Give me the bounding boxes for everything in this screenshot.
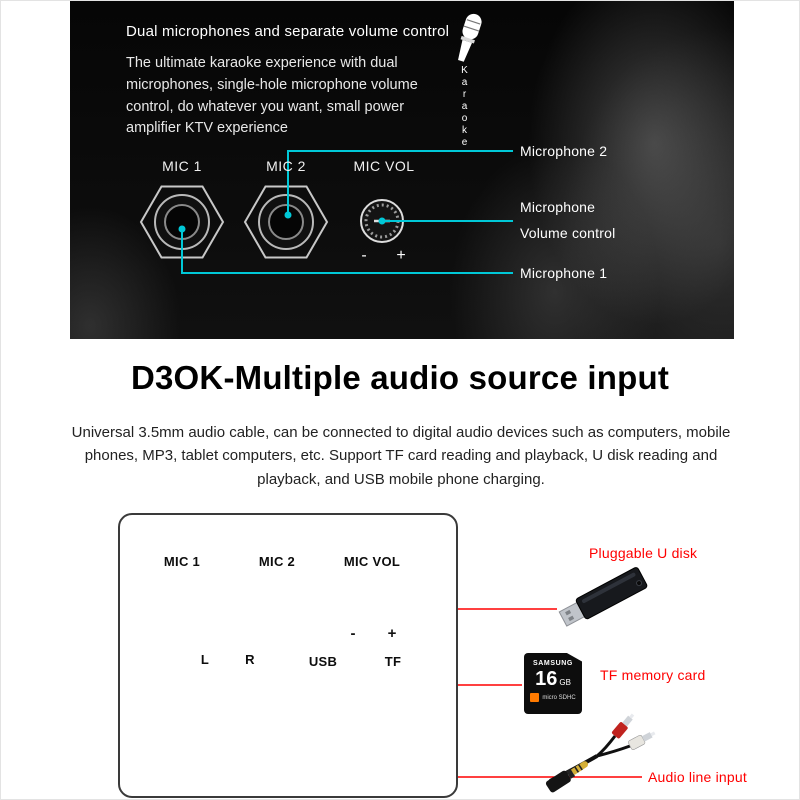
hero-body-text: The ultimate karaoke experience with dua… [126, 55, 418, 137]
io-volume-plus: + [387, 625, 397, 642]
usb-drive-image [558, 567, 648, 627]
sd-card-capacity: 16 [535, 668, 558, 690]
callout-volume-line1: Microphone [520, 199, 596, 215]
sd-card-brand: SAMSUNG [533, 660, 573, 667]
rca-plug-red [611, 713, 635, 739]
sd-card-image: SAMSUNG 16 GB micro SDHC [524, 653, 582, 714]
io-micvol-label: MIC VOL [343, 554, 401, 569]
hero-headline: Dual microphones and separate volume con… [126, 23, 450, 40]
hero-micvol-label: MIC VOL [353, 158, 415, 174]
callout-microphone-1: Microphone 1 [520, 265, 608, 281]
sd-card-logo-square [530, 693, 540, 702]
io-usb-label: USB [308, 654, 338, 669]
io-mic2-label: MIC 2 [258, 554, 296, 569]
io-mic1-label: MIC 1 [163, 554, 201, 569]
io-right-label: R [245, 652, 255, 667]
io-volume-minus: - [350, 625, 356, 642]
section-title: D3OK-Multiple audio source input [130, 359, 670, 396]
callout-microphone-2: Microphone 2 [520, 143, 608, 159]
callout-volume-line2: Volume control [520, 225, 616, 241]
callout-audio-input: Audio line input [648, 769, 747, 785]
rca-plug-white [628, 731, 656, 751]
hero-mic1-label: MIC 1 [162, 158, 202, 174]
hero-volume-plus: + [396, 247, 406, 264]
hero-mic2-label: MIC 2 [266, 158, 306, 174]
io-left-label: L [200, 652, 210, 667]
karaoke-badge-label: Karaoke [459, 65, 470, 149]
section-description: Universal 3.5mm audio cable, can be conn… [71, 424, 731, 488]
callout-tf-card: TF memory card [600, 667, 706, 683]
callout-u-disk: Pluggable U disk [589, 545, 698, 561]
sd-card-unit: GB [559, 678, 571, 687]
jack-3-5mm-plug [545, 761, 589, 793]
io-panel-outline [118, 513, 458, 798]
sd-card-type: micro SDHC [542, 694, 576, 701]
io-tf-label: TF [384, 654, 402, 669]
hero-volume-minus: - [361, 247, 367, 264]
audio-cable-image [545, 713, 656, 793]
